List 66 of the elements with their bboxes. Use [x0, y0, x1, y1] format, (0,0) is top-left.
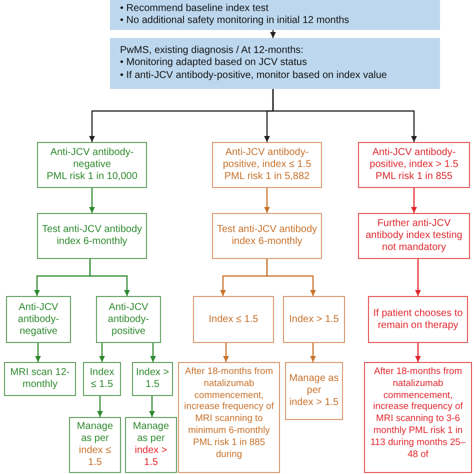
- arrow: [89, 259, 130, 296]
- step-box: [193, 296, 274, 343]
- arrow: [223, 343, 229, 362]
- arrow: [415, 259, 421, 296]
- bullet-item: • No additional safety monitoring in initial 12 months: [120, 15, 350, 28]
- box-text: Anti-JCV antibody-negative: [16, 302, 60, 338]
- step-box: [69, 417, 121, 473]
- box-text: Further anti-JCV antibody index testing not mandatory: [364, 218, 464, 254]
- arrow: [35, 343, 41, 362]
- step-box: [96, 296, 161, 343]
- info-box: [110, 38, 440, 89]
- step-box: [283, 296, 345, 343]
- step-box: [212, 213, 322, 259]
- step-box: [125, 417, 177, 473]
- box-text: Index ≤ 1.5: [88, 367, 116, 391]
- box-text: MRI scan 12-monthly: [9, 367, 71, 391]
- box-text: Test anti-JCV antibody index 6-monthly: [216, 224, 318, 248]
- step-box: [178, 362, 280, 473]
- arrow: [150, 343, 156, 362]
- bullet-item: • If anti-JCV antibody-positive, monitor based on index value: [120, 70, 388, 82]
- bullet-item: • Monitoring adapted based on JCV status: [120, 57, 308, 70]
- bullet-item: • Recommend baseline index test: [120, 2, 270, 15]
- box-text: Index > 1.5: [289, 314, 339, 326]
- step-box: [37, 142, 147, 188]
- step-box: [358, 213, 470, 259]
- box-text: index > 1.5: [289, 397, 339, 409]
- arrow: [415, 343, 421, 362]
- arrow: [411, 188, 417, 213]
- box-text: Index ≤ 1.5: [208, 314, 258, 326]
- arrow: [99, 343, 105, 362]
- box-text: Test anti-JCV antibody index 6-monthly: [40, 224, 144, 248]
- step-box: [368, 296, 468, 343]
- arrow: [310, 343, 316, 362]
- arrow: [97, 396, 103, 417]
- arrow: [89, 188, 95, 213]
- box-text: Anti-JCV antibody-positive: [106, 302, 150, 338]
- arrow: [149, 396, 155, 417]
- box-heading: PwMS, existing diagnosis / At 12-months:: [120, 44, 304, 58]
- arrow: [270, 30, 276, 38]
- step-box: [358, 142, 470, 188]
- box-text: PML risk 1 in 10,000: [46, 171, 138, 183]
- box-text: index > 1.5: [134, 445, 168, 469]
- step-box: [132, 362, 173, 396]
- box-text: PML risk 1 in 855: [376, 171, 452, 183]
- box-text: Manage as per: [132, 421, 170, 445]
- step-box: [285, 362, 343, 420]
- box-text: Anti-JCV antibody-positive, index > 1.5: [368, 147, 460, 171]
- box-text: Anti-JCV antibody-positive, index ≤ 1.5: [222, 147, 312, 171]
- step-box: [83, 362, 121, 396]
- arrow: [264, 188, 270, 213]
- box-text: Index > 1.5: [135, 367, 170, 391]
- box-text: After 18-months from natalizumab commencement, increase frequency of MRI scanning to minimum 6-monthly PML risk 1 in 885 during: [183, 365, 275, 460]
- box-text: After 18-months from natalizumab commencement, increase frequency of MRI scanning to 3-6 monthly PML risk 1 in 113 during months 25–48 of: [369, 365, 467, 460]
- step-box: [364, 362, 472, 473]
- box-text: PML risk 1 in 5,882: [224, 171, 310, 183]
- info-box: [110, 0, 440, 30]
- box-text: If patient chooses to remain on therapy: [372, 308, 464, 332]
- step-box: [4, 362, 76, 396]
- box-text: Anti-JCV antibody-negative: [49, 147, 135, 171]
- arrow: [272, 89, 417, 142]
- box-text: Manage as per: [76, 421, 114, 445]
- arrow: [266, 259, 316, 296]
- step-box: [6, 296, 71, 343]
- step-box: [37, 213, 147, 259]
- step-box: [212, 142, 322, 188]
- box-text: index ≤ 1.5: [78, 445, 112, 469]
